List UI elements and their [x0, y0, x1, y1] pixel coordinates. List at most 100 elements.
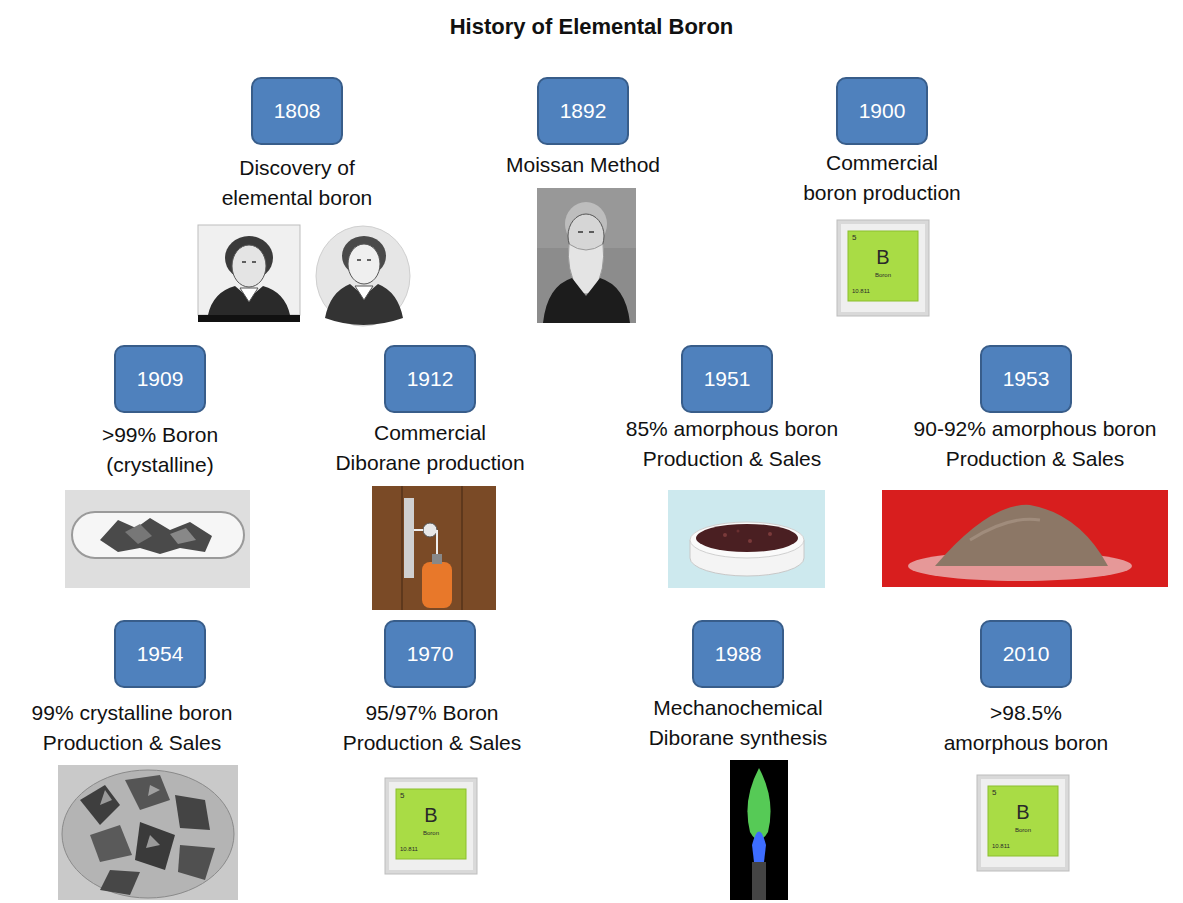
year-label: 1900: [859, 99, 906, 123]
gas-apparatus-photo: [461, 486, 463, 610]
portrait-engraving: [367, 259, 371, 261]
crystal-chunks-photo: [146, 835, 160, 848]
year-label: 1953: [1003, 367, 1050, 391]
year-box: 1988Mechanochemical Diborane synthesis: [692, 620, 784, 688]
year-label: 2010: [1003, 642, 1050, 666]
gas-apparatus-photo: [422, 562, 452, 608]
milestone-caption: Commercial Diborane production: [330, 418, 531, 478]
element-card-text: 5: [992, 789, 996, 797]
portrait-engraving: [325, 284, 403, 325]
gas-apparatus-photo: [423, 523, 437, 537]
milestone-caption: Moissan Method: [463, 150, 703, 180]
crystal-chunks-photo: [90, 825, 132, 862]
crystal-chunks-photo: [148, 785, 160, 796]
year-label: 1808: [274, 99, 321, 123]
element-card: [988, 786, 1058, 856]
element-card: [396, 789, 466, 859]
milestone-caption: >99% Boron (crystalline): [75, 420, 245, 480]
year-box: 197095/97% Boron Production & Sales: [384, 620, 476, 688]
green-flame-photo: [747, 768, 770, 840]
crystal-chunks-photo: [175, 795, 210, 830]
year-label: 1909: [137, 367, 184, 391]
portrait-engraving: [242, 261, 246, 263]
year-box: 1909>99% Boron (crystalline): [114, 345, 206, 413]
powder-dish-photo: [768, 532, 772, 536]
milestone-caption: 99% crystalline boron Production & Sales: [6, 698, 258, 758]
portrait-engraving: [198, 315, 300, 322]
portrait-photo: [589, 231, 594, 233]
crystal-chunks-photo: [58, 765, 238, 900]
green-flame-photo: [730, 760, 788, 900]
year-label: 1912: [407, 367, 454, 391]
portrait-engraving: [232, 245, 266, 287]
powder-dish-photo: [737, 530, 740, 533]
powder-dish-photo: [696, 524, 798, 552]
crystal-chunks-photo: [135, 822, 175, 870]
year-box: 2010>98.5% amorphous boron: [980, 620, 1072, 688]
crystal-vial-photo: [170, 528, 196, 544]
milestone-caption: 85% amorphous boron Production & Sales: [601, 414, 863, 474]
milestone-caption: Mechanochemical Diborane synthesis: [633, 693, 843, 753]
year-label: 1892: [560, 99, 607, 123]
element-card-text: Boron: [875, 272, 891, 278]
milestone-caption: >98.5% amorphous boron: [940, 698, 1113, 758]
crystal-vial-photo: [125, 524, 152, 544]
element-card-text: 10.811: [400, 846, 418, 852]
crystal-vial-photo: [65, 490, 250, 588]
element-card-text: B: [876, 247, 889, 267]
powder-pile-photo: [935, 505, 1108, 566]
year-box: 1900Commercial boron production: [836, 77, 928, 145]
year-box: 1912Commercial Diborane production: [384, 345, 476, 413]
year-box: 1892Moissan Method: [537, 77, 629, 145]
element-card-text: B: [424, 805, 437, 825]
portrait-engraving: [355, 286, 373, 300]
powder-dish-photo: [690, 522, 804, 558]
portrait-engraving: [252, 261, 256, 263]
crystal-chunks-photo: [100, 790, 112, 805]
gas-apparatus-photo: [372, 486, 496, 610]
portrait-engraving: [316, 226, 410, 326]
element-card-text: B: [1016, 802, 1029, 822]
element-card: [841, 224, 925, 312]
green-flame-photo: [752, 832, 766, 863]
powder-dish-photo: [748, 539, 752, 543]
powder-pile-photo: [882, 490, 1168, 587]
powder-pile-photo: [970, 519, 1040, 540]
element-card-text: 5: [852, 234, 856, 242]
crystal-chunks-photo: [178, 845, 215, 880]
portrait-photo: [578, 231, 583, 233]
element-card: [837, 220, 929, 316]
element-card-text: 5: [400, 792, 404, 800]
year-label: 1954: [137, 642, 184, 666]
year-label: 1951: [704, 367, 751, 391]
gas-apparatus-photo: [401, 486, 403, 610]
element-card-text: 10.811: [852, 288, 870, 294]
portrait-photo: [543, 278, 630, 323]
powder-dish-photo: [668, 490, 825, 588]
milestone-caption: 90-92% amorphous boron Production & Sale…: [898, 414, 1173, 474]
year-box: 195499% crystalline boron Production & S…: [114, 620, 206, 688]
portrait-engraving: [348, 244, 380, 284]
milestone-caption: Discovery of elemental boron: [207, 153, 387, 213]
powder-pile-photo: [882, 490, 1168, 587]
portrait-engraving: [208, 286, 290, 315]
portrait-engraving: [316, 226, 410, 326]
crystal-chunks-photo: [80, 785, 120, 825]
diagram-title: History of Elemental Boron: [0, 14, 1183, 40]
element-card: [385, 778, 477, 874]
element-card: [977, 775, 1069, 871]
element-card: [389, 782, 473, 870]
powder-dish-photo: [723, 533, 727, 537]
crystal-vial-photo: [100, 518, 212, 554]
element-card-text: 10.811: [992, 843, 1010, 849]
element-card: [837, 220, 929, 316]
element-card-text: Boron: [423, 830, 439, 836]
portrait-photo: [537, 188, 636, 323]
element-card: [981, 779, 1065, 867]
year-label: 1970: [407, 642, 454, 666]
crystal-vial-photo: [72, 512, 244, 558]
portrait-photo: [537, 188, 636, 323]
year-label: 1988: [715, 642, 762, 666]
element-card: [385, 778, 477, 874]
